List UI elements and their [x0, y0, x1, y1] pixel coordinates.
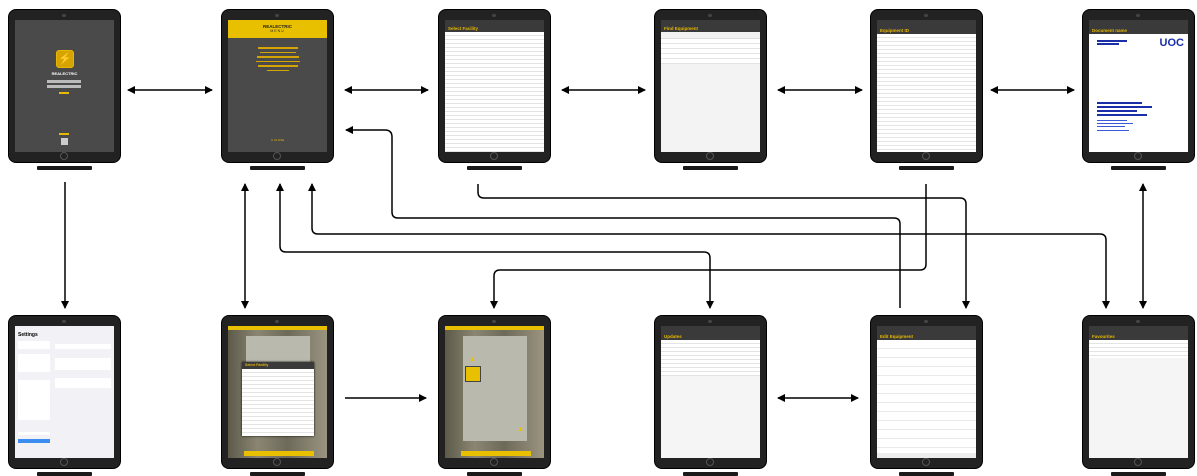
- logo-icon: [61, 138, 68, 145]
- arrow-menu-updates: [276, 183, 714, 309]
- ar-bottom-bar[interactable]: [461, 451, 531, 456]
- updates-screen: Updates: [661, 326, 760, 458]
- login-screen: ⚡ REALECTRIC: [15, 20, 114, 152]
- favourites-screen: Favourites: [1089, 326, 1188, 458]
- screen-title: Updates: [664, 334, 682, 339]
- arrow-menu-favourites: [308, 183, 1110, 309]
- tablet-select-facility-screen: Select Facility: [439, 10, 550, 170]
- tablet-favourites-screen: Favourites: [1083, 316, 1194, 476]
- tablet-find-equipment-screen: Find Equipment: [655, 10, 766, 170]
- updates-list[interactable]: [661, 340, 760, 376]
- tablet-edit-equipment-screen: Edit Equipment: [871, 316, 982, 476]
- edit-equipment-screen: Edit Equipment: [877, 326, 976, 458]
- arrow-equipment-ar: [490, 184, 927, 309]
- arrow-edit-menu: [345, 126, 901, 308]
- screen-caption: [250, 166, 305, 170]
- settings-title: Settings: [18, 332, 38, 338]
- screen-title: Favourites: [1092, 334, 1115, 339]
- document-screen: Document name UOC: [1089, 20, 1188, 152]
- settings-screen: Settings: [15, 326, 114, 458]
- menu-screen: REALECTRIC MENU ✕ CLOSE: [228, 20, 327, 152]
- tablet-settings-screen: Settings: [9, 316, 120, 476]
- tablet-ar-equipment-screen: ▲ ▲: [439, 316, 550, 476]
- tablet-menu-screen: REALECTRIC MENU ✕ CLOSE: [222, 10, 333, 170]
- lightning-bolt-icon: ⚡: [56, 50, 74, 68]
- screen-caption: [683, 166, 738, 170]
- tablet-updates-screen: Updates: [655, 316, 766, 476]
- ar-equipment-screen: ▲ ▲: [445, 326, 544, 458]
- menu-items[interactable]: [228, 38, 327, 71]
- tablet-document-screen: Document name UOC: [1083, 10, 1194, 170]
- facility-popup[interactable]: Select Facility: [242, 362, 314, 436]
- ar-equipment-marker[interactable]: [465, 366, 481, 382]
- screen-caption: [1111, 166, 1166, 170]
- tablet-ar-select-facility-screen: Select Facility: [222, 316, 333, 476]
- equipment-details: [877, 34, 976, 152]
- find-equipment-screen: Find Equipment: [661, 20, 760, 152]
- equipment-id-screen: Equipment ID: [877, 20, 976, 152]
- screen-title: Equipment ID: [880, 28, 909, 33]
- edit-bottom-bar[interactable]: [877, 453, 976, 458]
- arrow-facility-edit: [477, 184, 970, 309]
- close-button[interactable]: ✕ CLOSE: [270, 138, 285, 142]
- search-field[interactable]: [661, 32, 760, 39]
- footer-label: [59, 133, 69, 135]
- warning-icon: ▲: [469, 356, 476, 363]
- selected-setting[interactable]: [18, 439, 50, 443]
- screen-title: Document name: [1092, 28, 1128, 33]
- app-name: REALECTRIC: [51, 71, 78, 76]
- uoc-logo: UOC: [1159, 37, 1184, 49]
- password-field[interactable]: [47, 85, 81, 88]
- screen-title: Select Facility: [448, 26, 479, 31]
- screen-caption: [37, 166, 92, 170]
- screen-caption: [467, 166, 522, 170]
- login-button[interactable]: [59, 92, 69, 94]
- equipment-list[interactable]: [661, 39, 760, 64]
- menu-subtitle: MENU: [270, 29, 285, 33]
- tablet-equipment-id-screen: Equipment ID: [871, 10, 982, 170]
- select-facility-screen: Select Facility: [445, 20, 544, 152]
- ar-camera-screen: Select Facility: [228, 326, 327, 458]
- username-field[interactable]: [47, 80, 81, 83]
- tablet-login-screen: ⚡ REALECTRIC: [9, 10, 120, 170]
- warning-icon: ▲: [517, 426, 524, 433]
- popup-title: Select Facility: [245, 363, 269, 367]
- ar-bottom-bar[interactable]: [244, 451, 314, 456]
- edit-form[interactable]: [877, 340, 976, 450]
- screen-caption: [899, 166, 954, 170]
- facility-list[interactable]: [445, 32, 544, 152]
- screen-title: Find Equipment: [664, 26, 698, 31]
- favourites-list[interactable]: [1089, 340, 1188, 358]
- menu-app-title: REALECTRIC: [263, 24, 292, 29]
- screen-title: Edit Equipment: [880, 334, 913, 339]
